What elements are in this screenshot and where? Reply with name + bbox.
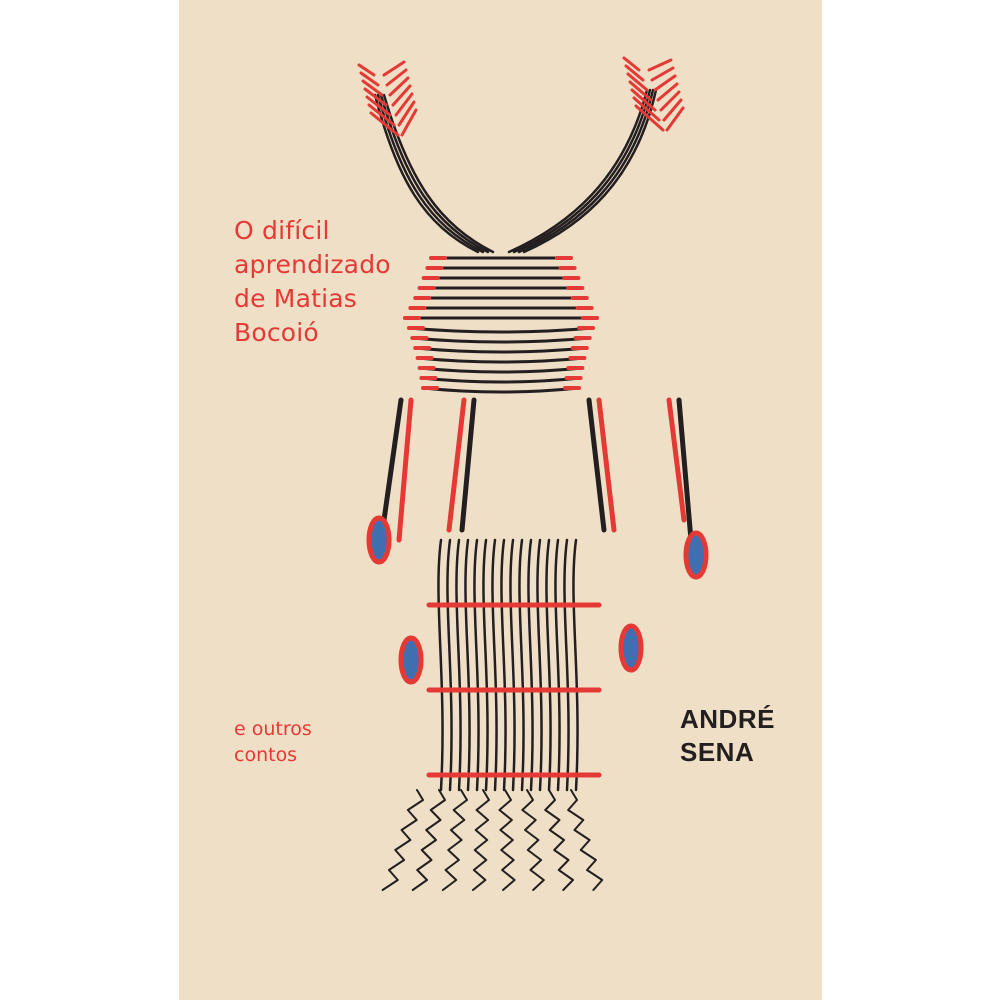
title-line: O difícil (234, 216, 330, 245)
stitched-figure-illustration (357, 56, 709, 891)
feather-tip-right (650, 66, 675, 82)
feather-tip-left (365, 95, 392, 117)
arm-strand (459, 397, 477, 533)
fringe-tassel (498, 789, 516, 891)
body-band (407, 326, 595, 334)
leg-strand (536, 538, 543, 792)
leg-strand (482, 538, 489, 792)
arm-strand (381, 397, 404, 523)
antenna-left (379, 93, 490, 254)
leg-strand (563, 538, 570, 792)
fringe-tassel (411, 789, 446, 891)
feather-tip-left (361, 79, 384, 97)
arm-strand (596, 397, 617, 533)
fringe-tassel (521, 789, 545, 891)
fringe-tassel (441, 789, 468, 891)
antenna-right (507, 88, 649, 254)
leg-strand (491, 538, 498, 792)
body-band (418, 366, 584, 374)
feather-tip-right (624, 64, 645, 82)
leg-strand (455, 538, 462, 792)
feather-tip-right (656, 82, 679, 102)
feather-tip-left (400, 108, 418, 137)
feather-tip-right (647, 58, 673, 72)
subtitle-line: e outros (234, 718, 312, 740)
feather-tip-left (394, 92, 414, 117)
arm-strand (586, 397, 607, 533)
body-band (413, 346, 589, 354)
body-band (416, 356, 586, 364)
leg-strand (518, 538, 525, 792)
hand-shape (398, 635, 424, 685)
feather-tip-right (659, 90, 681, 112)
arm-strand (446, 397, 467, 533)
leg-strand (509, 538, 516, 792)
title-line: de Matias (234, 284, 357, 313)
title-line: aprendizado (234, 250, 391, 279)
body-band (421, 386, 581, 394)
antenna-right (512, 88, 652, 254)
feather-tip-left (357, 63, 376, 77)
feather-tip-left (363, 87, 388, 107)
feather-tip-right (634, 104, 665, 132)
antenna-right (517, 88, 655, 254)
book-subtitle: e outros contos (234, 716, 394, 768)
fringe-tassel (471, 789, 490, 891)
title-line: Bocoió (234, 318, 319, 347)
arm-strand (666, 397, 687, 523)
leg-strand (527, 538, 534, 792)
feather-tip-left (391, 84, 412, 107)
book-cover: O difícil aprendizado de Matias Bocoió e… (179, 0, 822, 1000)
feather-tip-left (367, 103, 396, 127)
hand-shape (683, 530, 709, 580)
feather-tip-left (359, 71, 380, 87)
leg-strand (437, 538, 444, 792)
feather-tip-right (653, 74, 677, 92)
hand-shape (366, 515, 392, 565)
leg-strand (554, 538, 561, 792)
leg-strand (500, 538, 507, 792)
leg-strand (446, 538, 453, 792)
feather-tip-right (665, 106, 685, 132)
leg-strand (545, 538, 552, 792)
leg-strand (473, 538, 480, 792)
arm-strand (396, 397, 414, 543)
subtitle-line: contos (234, 744, 298, 766)
feather-tip-left (397, 100, 416, 127)
fringe-tassel (544, 789, 574, 891)
body-band (410, 336, 592, 344)
fringe-tassel (567, 789, 604, 891)
feather-tip-left (369, 111, 400, 137)
author-last-name: SENA (680, 737, 755, 767)
feather-tip-right (632, 96, 661, 122)
leg-strand (464, 538, 471, 792)
feather-tip-right (630, 88, 657, 112)
feather-tip-right (622, 56, 641, 72)
body-band (419, 376, 583, 384)
feather-tip-right (628, 80, 653, 102)
book-title: O difícil aprendizado de Matias Bocoió (234, 214, 454, 350)
feather-tip-left (388, 76, 410, 97)
feather-tip-right (626, 72, 649, 92)
antenna-right (522, 88, 658, 254)
feather-tip-left (385, 68, 408, 87)
fringe-tassel (381, 789, 424, 891)
leg-strand (572, 538, 579, 792)
author-name: ANDRÉ SENA (680, 703, 800, 769)
feather-tip-right (662, 98, 683, 122)
feather-tip-left (382, 60, 406, 77)
author-first-name: ANDRÉ (680, 704, 775, 734)
hand-shape (618, 623, 644, 673)
arm-strand (676, 397, 694, 543)
